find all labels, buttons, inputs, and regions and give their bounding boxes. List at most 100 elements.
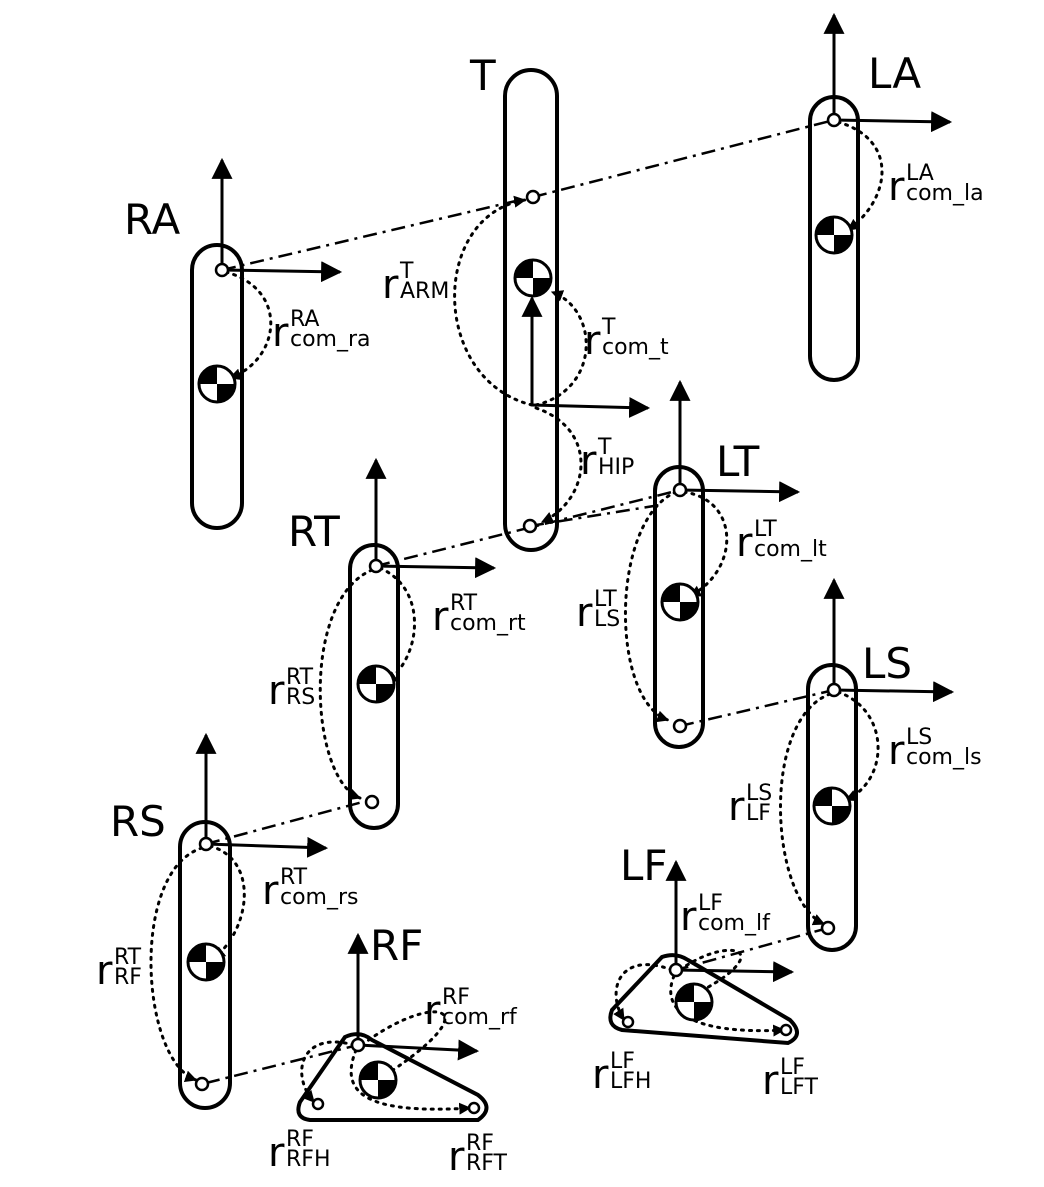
com-rs-icon <box>186 942 226 982</box>
vector-label-r-t-com-t: r T com_t <box>584 315 669 364</box>
com-t-icon <box>513 258 553 298</box>
joint-la <box>826 112 842 128</box>
vector-rf-com <box>360 1010 447 1077</box>
vector-label-r-rt-rf: r RT RF <box>96 945 142 994</box>
joint-rf <box>350 1037 366 1053</box>
com-lt-icon <box>660 582 700 622</box>
axis-lt-x <box>679 481 801 503</box>
link-RA <box>190 243 244 530</box>
svg-text:r: r <box>728 784 745 830</box>
vector-label-r-lf-lfh: r LF LFH <box>592 1049 651 1098</box>
svg-text:RA: RA <box>290 307 319 332</box>
svg-text:LS: LS <box>906 725 932 750</box>
svg-text:com_t: com_t <box>602 335 669 360</box>
svg-text:r: r <box>580 438 597 484</box>
svg-text:RF: RF <box>466 1131 494 1156</box>
vector-label-r-rf-rft: r RF RFT <box>448 1131 508 1180</box>
svg-text:com_rt: com_rt <box>450 611 526 636</box>
svg-text:com_ls: com_ls <box>906 745 982 770</box>
segment-label-ls: LS <box>862 639 912 688</box>
svg-text:r: r <box>424 988 441 1034</box>
svg-text:RT: RT <box>114 945 142 970</box>
svg-text:r: r <box>680 894 697 940</box>
axis-ra-x <box>221 261 343 283</box>
vector-label-r-ls-com-ls: r LS com_ls <box>888 725 982 774</box>
segment-label-la: LA <box>868 49 921 98</box>
svg-text:LA: LA <box>906 161 934 186</box>
svg-text:RT: RT <box>280 865 308 890</box>
vector-rs-rf <box>149 846 204 1082</box>
vector-label-r-rf-rfh: r RF RFH <box>268 1127 330 1176</box>
svg-text:com_lf: com_lf <box>698 911 771 936</box>
svg-text:HIP: HIP <box>598 455 634 480</box>
axis-lf-x <box>675 961 795 983</box>
vector-ls-lf <box>779 692 832 926</box>
svg-text:LF: LF <box>698 891 723 916</box>
svg-text:RFT: RFT <box>466 1151 508 1176</box>
svg-text:RS: RS <box>286 685 315 710</box>
svg-text:LF: LF <box>610 1049 635 1074</box>
vector-label-r-lf-com-lf: r LF com_lf <box>680 891 771 940</box>
vector-la-com <box>836 120 884 232</box>
com-ra-icon <box>197 364 237 404</box>
segment-label-lt: LT <box>716 437 760 486</box>
joint-rs <box>198 836 214 852</box>
vector-lt-com <box>682 490 729 598</box>
vector-label-r-ls-lf: r LS LF <box>728 781 772 830</box>
axis-rt-x <box>375 557 497 579</box>
segment-label-rt: RT <box>288 507 340 556</box>
link-LS <box>806 663 858 952</box>
svg-text:r: r <box>576 590 593 636</box>
connector-ls-lf <box>675 926 829 972</box>
segment-label-rs: RS <box>110 797 166 846</box>
axis-rf-x <box>357 1039 480 1061</box>
svg-text:r: r <box>888 728 905 774</box>
joint-ls <box>826 682 842 698</box>
svg-text:T: T <box>597 435 612 460</box>
svg-text:r: r <box>448 1134 465 1180</box>
svg-text:com_la: com_la <box>906 181 984 206</box>
svg-text:r: r <box>888 164 905 210</box>
svg-text:RF: RF <box>442 985 470 1010</box>
joint-ls-ankle <box>820 920 836 936</box>
svg-text:LFH: LFH <box>610 1069 651 1094</box>
joint-lt-knee <box>672 718 688 734</box>
vector-ls-com <box>836 690 880 802</box>
svg-text:r: r <box>268 1130 285 1176</box>
vector-label-r-rt-com-rs: r RT com_rs <box>262 865 359 914</box>
joint-rs-ankle <box>194 1076 210 1092</box>
svg-text:r: r <box>272 310 289 356</box>
joint-ra <box>214 262 230 278</box>
connector-t-la <box>532 118 835 199</box>
connector-ra-t <box>221 198 521 272</box>
svg-text:RT: RT <box>286 665 314 690</box>
connector-rs-rt <box>205 798 371 846</box>
vector-rs-com <box>208 844 246 960</box>
vector-label-r-rt-com-rt: r RT com_rt <box>432 591 526 640</box>
svg-text:LF: LF <box>780 1055 805 1080</box>
svg-text:r: r <box>592 1052 609 1098</box>
joint-t-arm <box>525 189 541 205</box>
vector-rf-rft <box>349 1048 472 1115</box>
link-RF <box>296 1032 489 1122</box>
vector-ra-com <box>224 270 273 380</box>
vector-rt-com <box>378 566 416 684</box>
svg-text:r: r <box>432 594 449 640</box>
svg-text:r: r <box>96 948 113 994</box>
svg-text:LT: LT <box>754 517 777 542</box>
link-T <box>503 68 559 552</box>
connector-rs-rf <box>205 1043 359 1085</box>
svg-text:RF: RF <box>286 1127 314 1152</box>
com-la-icon <box>814 215 854 255</box>
svg-text:T: T <box>399 259 414 284</box>
svg-text:com_lt: com_lt <box>754 537 827 562</box>
vector-rf-rfh <box>300 1040 356 1104</box>
svg-text:r: r <box>268 668 285 714</box>
svg-text:r: r <box>262 868 279 914</box>
vector-lf-lfh <box>613 963 674 1022</box>
svg-text:com_rs: com_rs <box>280 885 359 910</box>
joint-lf <box>668 962 684 978</box>
joint-lfh <box>621 1015 635 1029</box>
connector-lt-ls <box>679 688 835 728</box>
